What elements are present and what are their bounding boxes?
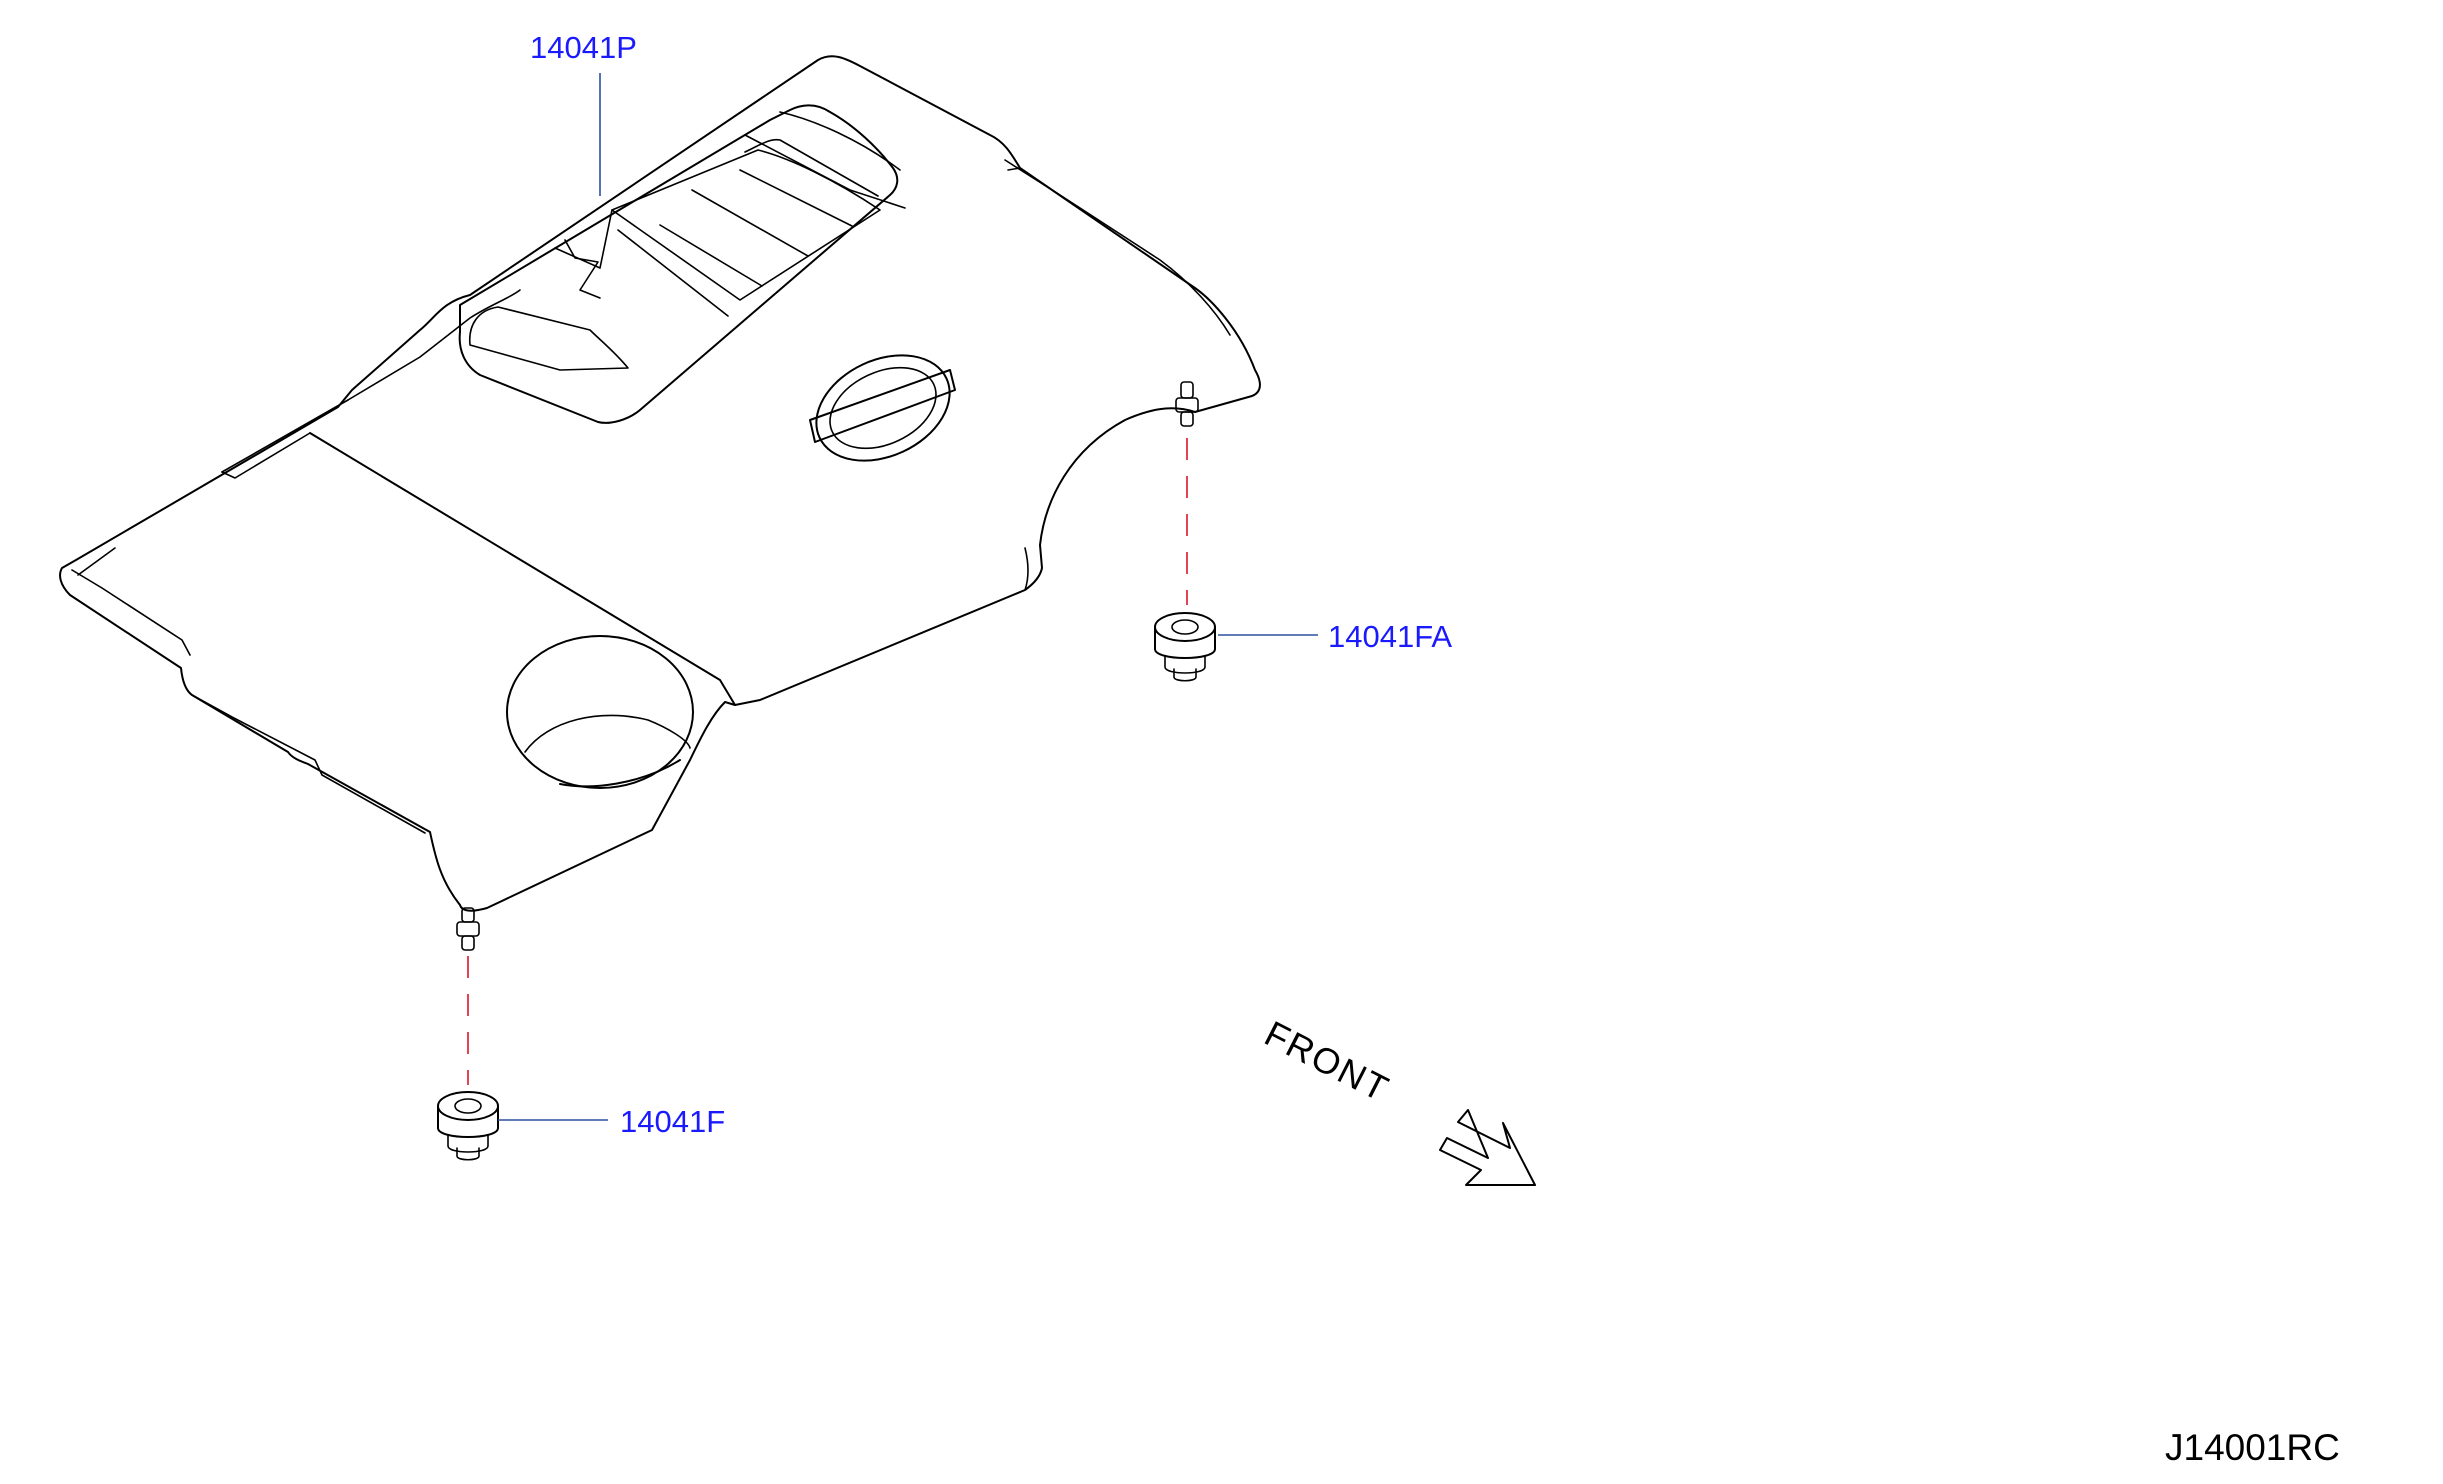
grommet-rear[interactable]	[1154, 612, 1216, 682]
diagram-id: J14001RC	[2165, 1427, 2340, 1468]
label-14041P[interactable]: 14041P	[530, 30, 637, 65]
label-14041F[interactable]: 14041F	[620, 1104, 725, 1139]
front-stud	[456, 907, 480, 951]
front-indicator: FRONT	[1258, 1013, 1536, 1186]
engine-cover	[59, 55, 1261, 951]
brand-emblem	[809, 354, 956, 462]
filler-hole	[506, 635, 694, 789]
front-label: FRONT	[1258, 1013, 1396, 1110]
front-arrow-icon	[1439, 1109, 1536, 1186]
rear-stud	[1175, 381, 1199, 427]
grommet-front[interactable]	[437, 1091, 499, 1161]
intake-ribs	[458, 104, 906, 424]
label-14041FA[interactable]: 14041FA	[1328, 619, 1452, 654]
